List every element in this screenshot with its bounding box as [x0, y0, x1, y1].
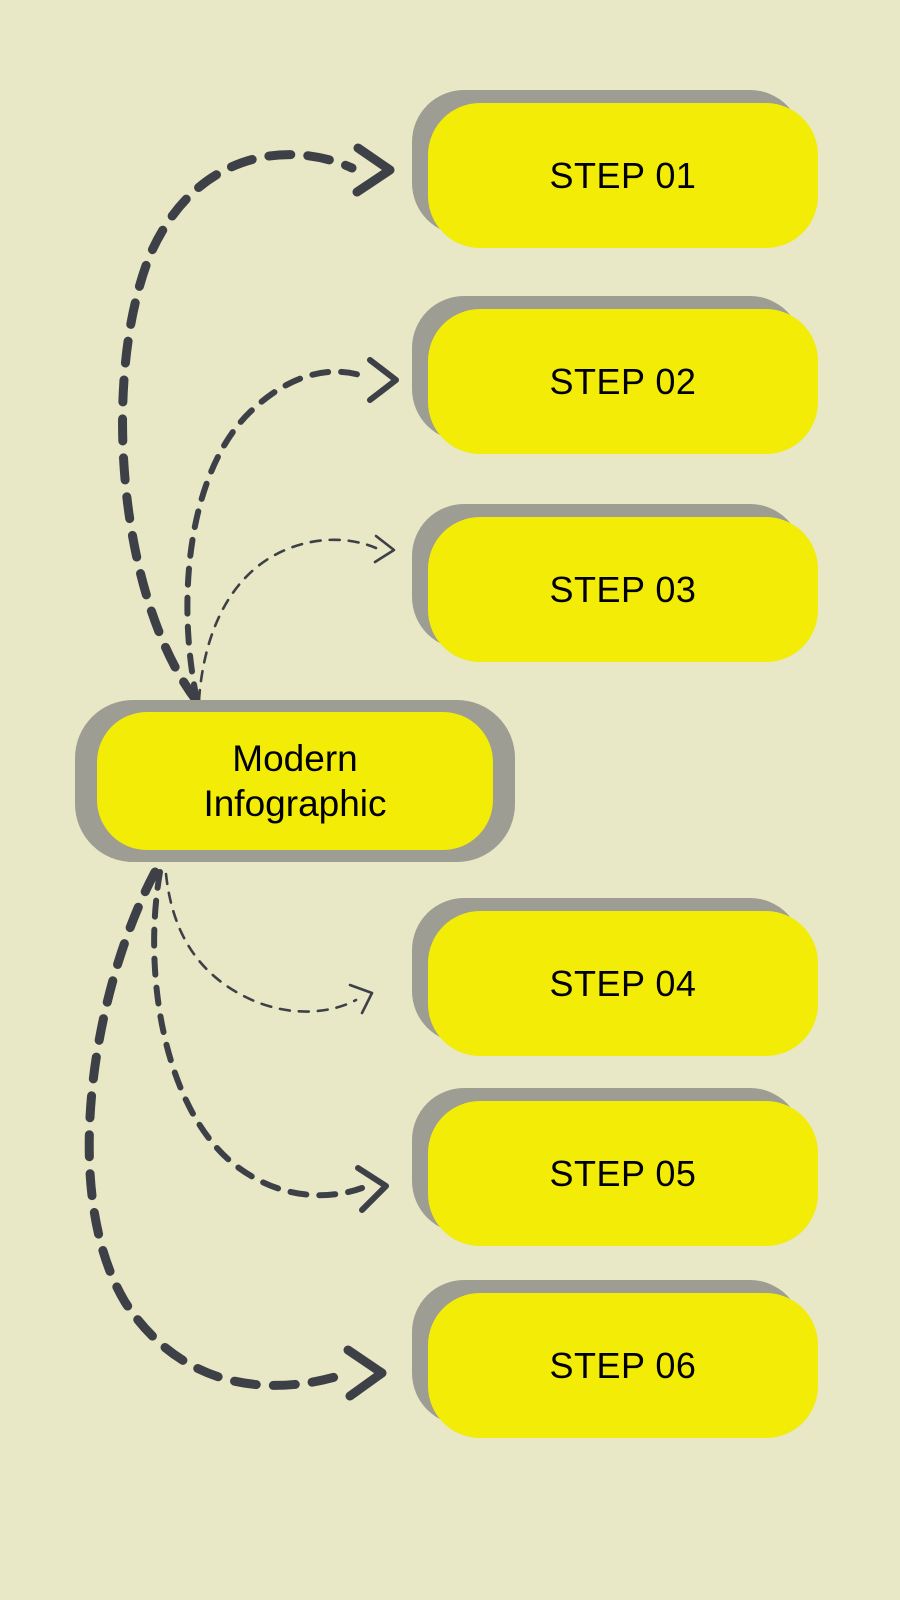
step-label: STEP 04 — [549, 962, 697, 1004]
central-node-line-1: Modern — [232, 737, 358, 779]
central-node[interactable]: Modern Infographic — [75, 700, 515, 862]
step-box-5[interactable]: STEP 05 — [412, 1088, 818, 1246]
step-box-face[interactable]: STEP 06 — [428, 1293, 818, 1438]
step-box-face[interactable]: STEP 01 — [428, 103, 818, 248]
step-label: STEP 06 — [549, 1344, 697, 1386]
step-label: STEP 02 — [549, 360, 697, 402]
step-box-2[interactable]: STEP 02 — [412, 296, 818, 454]
step-box-3[interactable]: STEP 03 — [412, 504, 818, 662]
step-box-face[interactable]: STEP 03 — [428, 517, 818, 662]
step-box-face[interactable]: STEP 05 — [428, 1101, 818, 1246]
arrow-to-step-06 — [84, 867, 387, 1401]
step-label: STEP 03 — [549, 568, 697, 610]
step-box-6[interactable]: STEP 06 — [412, 1280, 818, 1438]
arrow-to-step-02 — [184, 357, 399, 703]
central-node-line-2: Infographic — [203, 783, 387, 824]
step-box-1[interactable]: STEP 01 — [412, 90, 818, 248]
step-label: STEP 01 — [549, 154, 697, 196]
central-node-face[interactable]: Modern Infographic — [97, 712, 493, 850]
arrow-to-step-03 — [197, 534, 396, 702]
step-label: STEP 05 — [549, 1152, 697, 1194]
step-box-face[interactable]: STEP 04 — [428, 911, 818, 1056]
arrow-to-step-01 — [118, 143, 395, 705]
arrow-to-step-05 — [151, 869, 389, 1213]
step-box-face[interactable]: STEP 02 — [428, 309, 818, 454]
arrow-to-step-04 — [164, 872, 374, 1015]
step-box-4[interactable]: STEP 04 — [412, 898, 818, 1056]
